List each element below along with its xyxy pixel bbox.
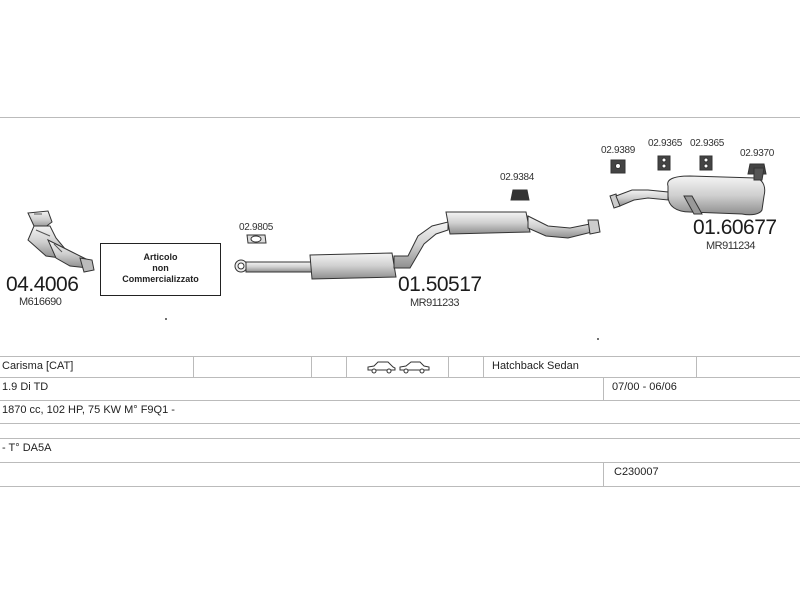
middle-pipe-oem-number: MR911233 [410,297,460,309]
exhaust-system-diagram [27,155,767,280]
rear-hanger-3-number[interactable]: 02.9365 [690,138,725,149]
catalogue-code: C230007 [614,466,659,478]
engine-spec: 1870 cc, 102 HP, 75 KW M° F9Q1 - [2,404,175,416]
middle-pipe-icon[interactable] [234,211,601,280]
middle-hanger-icon[interactable] [510,189,530,201]
rear-hanger-4-number[interactable]: 02.9370 [740,148,775,159]
rear-hanger-3-icon[interactable] [699,155,713,171]
marker-dot [597,338,599,340]
production-years: 07/00 - 06/06 [612,381,677,393]
vehicle-row-blank [0,424,800,439]
notice-line-2: non [152,263,169,273]
vehicle-row-model: Carisma [CAT] Hatchback Sedan [0,356,800,378]
middle-hanger-number[interactable]: 02.9384 [500,172,535,183]
body-type: Hatchback Sedan [492,360,579,372]
catalyst-part-icon[interactable] [27,210,95,273]
catalyst-number[interactable]: 04.4006 [6,273,79,296]
front-gasket-icon[interactable] [246,234,267,244]
vehicle-type-code: - T° DA5A [2,442,52,454]
top-divider [0,117,800,118]
vehicle-row-code: C230007 [0,463,800,487]
notice-line-3: Commercializzato [122,274,199,284]
rear-hanger-2-icon[interactable] [657,155,671,171]
front-gasket-number[interactable]: 02.9805 [239,222,274,233]
catalyst-oem-number: M616690 [19,296,62,308]
vehicle-row-engine: 1.9 Di TD 07/00 - 06/06 [0,378,800,401]
rear-hanger-2-number[interactable]: 02.9365 [648,138,683,149]
notice-line-1: Articolo [143,252,178,262]
rear-silencer-number[interactable]: 01.60677 [693,216,777,239]
rear-hanger-1-number[interactable]: 02.9389 [601,145,636,156]
rear-silencer-oem-number: MR911234 [706,240,756,252]
vehicle-row-type: - T° DA5A [0,439,800,463]
rear-silencer-icon[interactable] [609,167,766,216]
body-type-icons [364,359,430,379]
rear-hanger-1-icon[interactable] [610,159,626,174]
vehicle-row-spec: 1870 cc, 102 HP, 75 KW M° F9Q1 - [0,401,800,424]
engine-name: 1.9 Di TD [2,381,49,393]
model-name: Carisma [CAT] [2,360,74,372]
marker-dot [165,318,167,320]
not-available-notice: Articolo non Commercializzato [100,243,221,296]
sedan-car-icon [399,361,430,374]
middle-pipe-number[interactable]: 01.50517 [398,273,482,296]
hatchback-car-icon [367,361,396,374]
